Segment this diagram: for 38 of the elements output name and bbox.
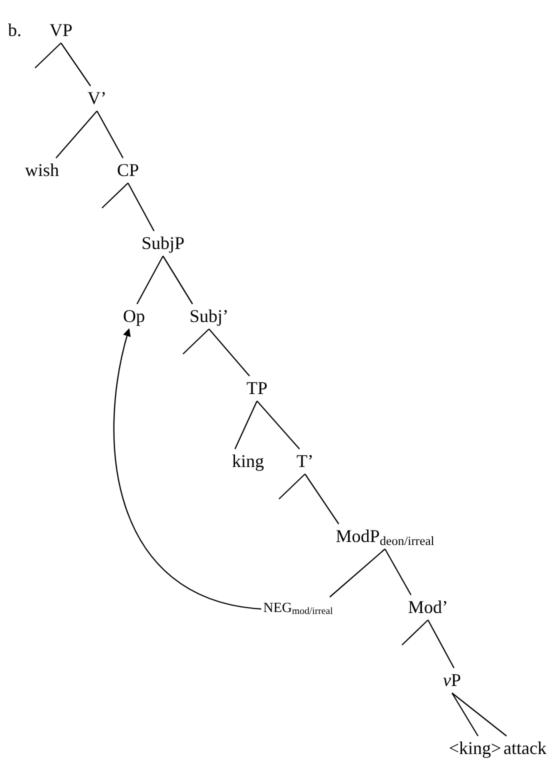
tree-node-label: Subj’ <box>190 305 228 327</box>
tree-branch <box>234 400 258 450</box>
tree-node-label: ModP$_{deon/irreal}$ <box>336 525 434 547</box>
tree-node-label: SubjP <box>141 232 185 254</box>
tree-node-label: attack <box>504 737 546 759</box>
tree-branch <box>256 400 300 450</box>
tree-branch <box>384 548 412 596</box>
tree-branch <box>451 692 479 736</box>
movement-arrow <box>113 328 262 610</box>
tree-branch <box>136 256 164 304</box>
tree-branch <box>182 328 210 354</box>
tree-node-label: CP <box>116 159 140 181</box>
tree-branch <box>208 328 250 376</box>
tree-branch <box>56 110 98 158</box>
example-label: b. <box>8 19 22 41</box>
tree-node-label: TP <box>246 377 268 399</box>
tree-branch <box>452 692 507 736</box>
tree-node-label: T’ <box>296 450 314 472</box>
tree-branch <box>402 620 428 646</box>
tree-branch <box>102 182 128 208</box>
tree-branch <box>278 474 306 500</box>
tree-branch <box>34 42 62 68</box>
tree-node-label: Mod’ <box>408 596 448 618</box>
tree-node-label: wish <box>25 159 59 181</box>
tree-branch <box>427 620 455 668</box>
tree-branch <box>60 42 91 86</box>
tree-branch <box>96 110 124 158</box>
tree-branch <box>304 474 340 524</box>
tree-node-label: V’ <box>88 87 106 109</box>
tree-node-label: vP <box>443 669 461 691</box>
tree-node-label: king <box>232 450 264 472</box>
tree-node-label: NEG$_{mod/irreal}$ <box>263 598 333 620</box>
tree-branch <box>127 182 155 232</box>
tree-node-label: <king> <box>448 737 502 759</box>
tree-branch <box>329 548 386 598</box>
tree-branch <box>162 256 193 304</box>
tree-node-label: VP <box>50 19 72 41</box>
tree-node-label: Op <box>123 305 145 327</box>
